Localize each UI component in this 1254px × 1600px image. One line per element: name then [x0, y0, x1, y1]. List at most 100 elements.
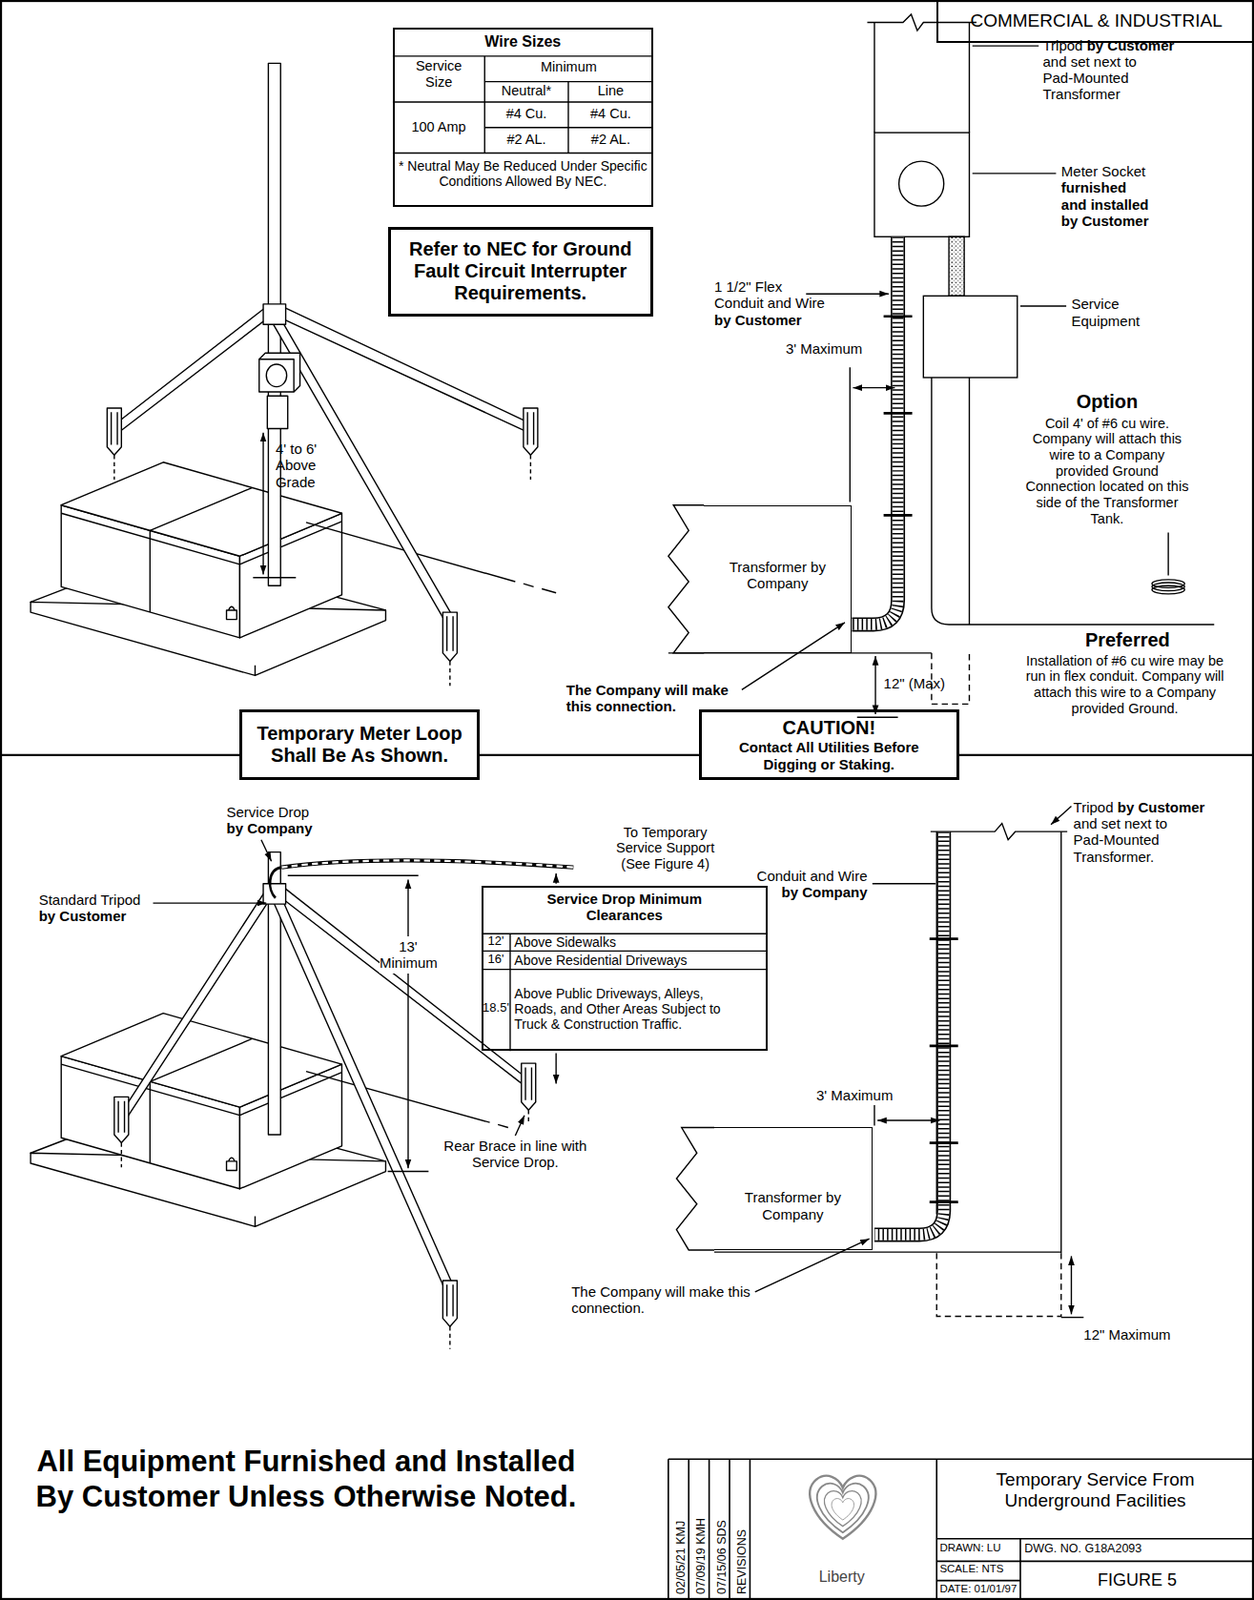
label-group: Meter Socketfurnished and installed by C… [1061, 163, 1174, 229]
meter-loop-detail-top-part [805, 45, 1067, 307]
box-text: Wire Sizes [484, 33, 561, 51]
tripod-illustration-top-part [263, 304, 287, 325]
label-group: All Equipment Furnished and Installed By… [35, 1443, 576, 1515]
tripod-illustration-top-part [226, 610, 238, 620]
label-group: Tripodby Customerand set next to Pad-Mou… [1043, 37, 1197, 103]
label-text: 18.5' [482, 1000, 510, 1015]
meter-loop-detail-bottom-part [936, 831, 1062, 1254]
label-text: and set next to Pad-Mounted Transformer [1043, 53, 1151, 103]
label-group: Above Sidewalks [513, 934, 765, 950]
tripod-illustration-top-part [273, 320, 455, 625]
label-group: Option [1030, 390, 1185, 413]
tripod-illustration-top-part [266, 364, 287, 388]
label-text: #4 Cu. [506, 105, 548, 122]
label-text: and set next to Pad-Mounted Transformer. [1073, 815, 1181, 865]
label-text: Meter Socket [1061, 163, 1174, 180]
tripod-illustration-bottom-part [306, 1071, 509, 1129]
meter-loop-detail-bottom-part [930, 823, 1068, 841]
sheet-frame-part [0, 754, 1254, 757]
label-text: by Company [226, 820, 340, 837]
label-group: #2 AL. [484, 131, 569, 148]
label-group: 16' [481, 952, 511, 967]
meter-loop-detail-top-part [851, 236, 898, 625]
meter-loop-detail-bottom [676, 805, 1084, 1317]
tripod-illustration-bottom-part [442, 1280, 457, 1327]
label-text: 16' [488, 951, 505, 967]
tripod-illustration-bottom-part [555, 873, 556, 884]
label-text: Rear Brace in line with Service Drop. [443, 1137, 587, 1171]
box-text: CAUTION! [781, 717, 876, 740]
label-text: Above Sidewalks [513, 934, 617, 950]
tripod-illustration-bottom-part [120, 887, 269, 1119]
label-group: Neutral* [484, 82, 569, 100]
tripod-illustration-top-part [259, 359, 294, 392]
label-text: 12' [488, 933, 505, 948]
transformer-box: Transformer by Company [703, 505, 852, 654]
label-text: FIGURE 5 [1097, 1570, 1177, 1590]
table-grid-part [481, 933, 768, 1051]
transformer-on-pad-part [61, 1064, 342, 1116]
label-group: Service Size [408, 58, 470, 90]
tripod-illustration-bottom-part [407, 879, 409, 1169]
meter-loop-detail-bottom-part [874, 831, 945, 1235]
meter-loop-detail-bottom-part [929, 939, 959, 1203]
label-text: REVISIONS [735, 1529, 749, 1595]
label-group: 02/05/21 KMJ [671, 1521, 692, 1595]
label-text: by Customer [39, 907, 167, 925]
label-group: #2 AL. [568, 131, 654, 148]
tripod-illustration-bottom-part [263, 883, 287, 905]
meter-loop-detail-bottom-part [1050, 805, 1071, 824]
meter-loop-detail-bottom-part [936, 1253, 1062, 1316]
tripod-illustration-top-part [259, 352, 301, 392]
label-group: Liberty [790, 1568, 893, 1586]
label-text: Tripod [1043, 37, 1084, 54]
label-group: #4 Cu. [568, 105, 654, 123]
label-group: Coil 4' of #6 cu wire. Company will atta… [1023, 415, 1192, 528]
label-text: Service Drop [226, 803, 340, 821]
tripod-illustration-top-part [442, 612, 457, 661]
label-group: Above Residential Driveways [513, 952, 765, 968]
tripod-illustration-bottom-part [269, 867, 282, 899]
label-text: #2 AL. [506, 131, 546, 147]
meter-loop-detail-top-part [883, 316, 913, 516]
company-logo [809, 1476, 876, 1540]
tripod-illustration-bottom-part [555, 1052, 556, 1084]
meter-loop-detail-top-part [874, 132, 970, 237]
label-text: Above Public Driveways, Alleys, Roads, a… [513, 986, 720, 1032]
label-group: 18.5' [481, 1001, 511, 1016]
label-text: To Temporary Service Support (See Figure… [616, 824, 715, 872]
label-text: Above Residential Driveways [513, 952, 687, 968]
label-group: 100 Amp [392, 119, 485, 136]
label-group: To Temporary Service Support (See Figure… [609, 824, 722, 873]
label-text: Standard Tripod [39, 891, 167, 908]
label-text: 07/15/06 SDS [715, 1521, 729, 1596]
label-text: Line [597, 82, 624, 99]
label-text: by Company [755, 883, 868, 901]
meter-loop-detail-bottom-part [877, 1119, 940, 1121]
label-group: * Neutral May Be Reduced Under Specific … [395, 158, 650, 189]
tripod-illustration-bottom-part [514, 1115, 525, 1136]
label-group: 07/15/06 SDS [712, 1521, 733, 1596]
meter-loop-detail-top-part [948, 236, 965, 296]
company-logo-part [809, 1476, 876, 1540]
label-text: 12" Maximum [1083, 1326, 1171, 1343]
note-box: Temporary Meter Loop Shall Be As Shown. [239, 709, 479, 782]
tripod-illustration-bottom-part [261, 840, 272, 862]
label-text: DWG. NO. G18A2093 [1024, 1541, 1142, 1556]
label-text: by Customer [1087, 37, 1175, 54]
label-group: 12" Maximum [1083, 1326, 1186, 1343]
tripod-illustration-top-part [114, 454, 532, 686]
label-group: Service Equipment [1071, 295, 1154, 329]
label-text: The Company will make this connection. [566, 681, 729, 715]
label-text: Coil 4' of #6 cu wire. Company will atta… [1025, 415, 1189, 527]
label-group: Preferred [1050, 629, 1205, 652]
transformer-on-pad [30, 1013, 386, 1228]
label-text: Service Equipment [1071, 295, 1141, 329]
label-text: 4' to 6' Above Grade [275, 440, 317, 491]
company-logo-part [817, 1483, 869, 1534]
label-group: 3' Maximum [785, 340, 888, 357]
meter-loop-detail-bottom-part [755, 883, 936, 1293]
meter-loop-detail-top-part [923, 295, 1017, 378]
meter-loop-detail-top-part [866, 14, 976, 31]
meter-loop-detail-top-part [852, 387, 895, 389]
